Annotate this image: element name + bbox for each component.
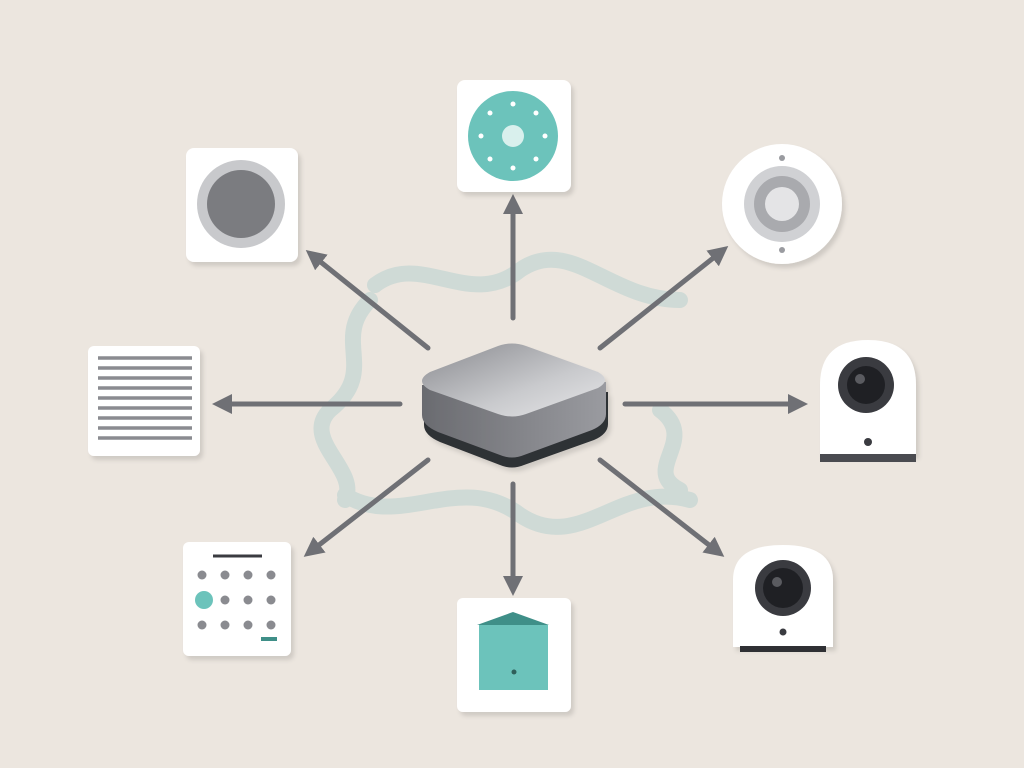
arrow-down-right [597, 457, 725, 557]
smart-hub-icon[interactable] [422, 343, 608, 468]
house-sensor-icon[interactable] [457, 598, 571, 712]
smoke-detector-icon[interactable] [722, 144, 842, 264]
connection-arrows [212, 194, 808, 596]
arrow-up-right [597, 246, 729, 351]
compact-camera-icon[interactable] [733, 545, 833, 652]
arrow-up-left [305, 249, 431, 351]
round-button-icon[interactable] [186, 148, 298, 262]
keypad-icon[interactable] [183, 542, 291, 656]
security-camera-icon[interactable] [820, 340, 916, 462]
vent-grille-icon[interactable] [88, 346, 200, 456]
smart-dial-icon[interactable] [457, 80, 571, 192]
signal-waves [313, 251, 698, 535]
arrow-down-left [303, 457, 431, 557]
